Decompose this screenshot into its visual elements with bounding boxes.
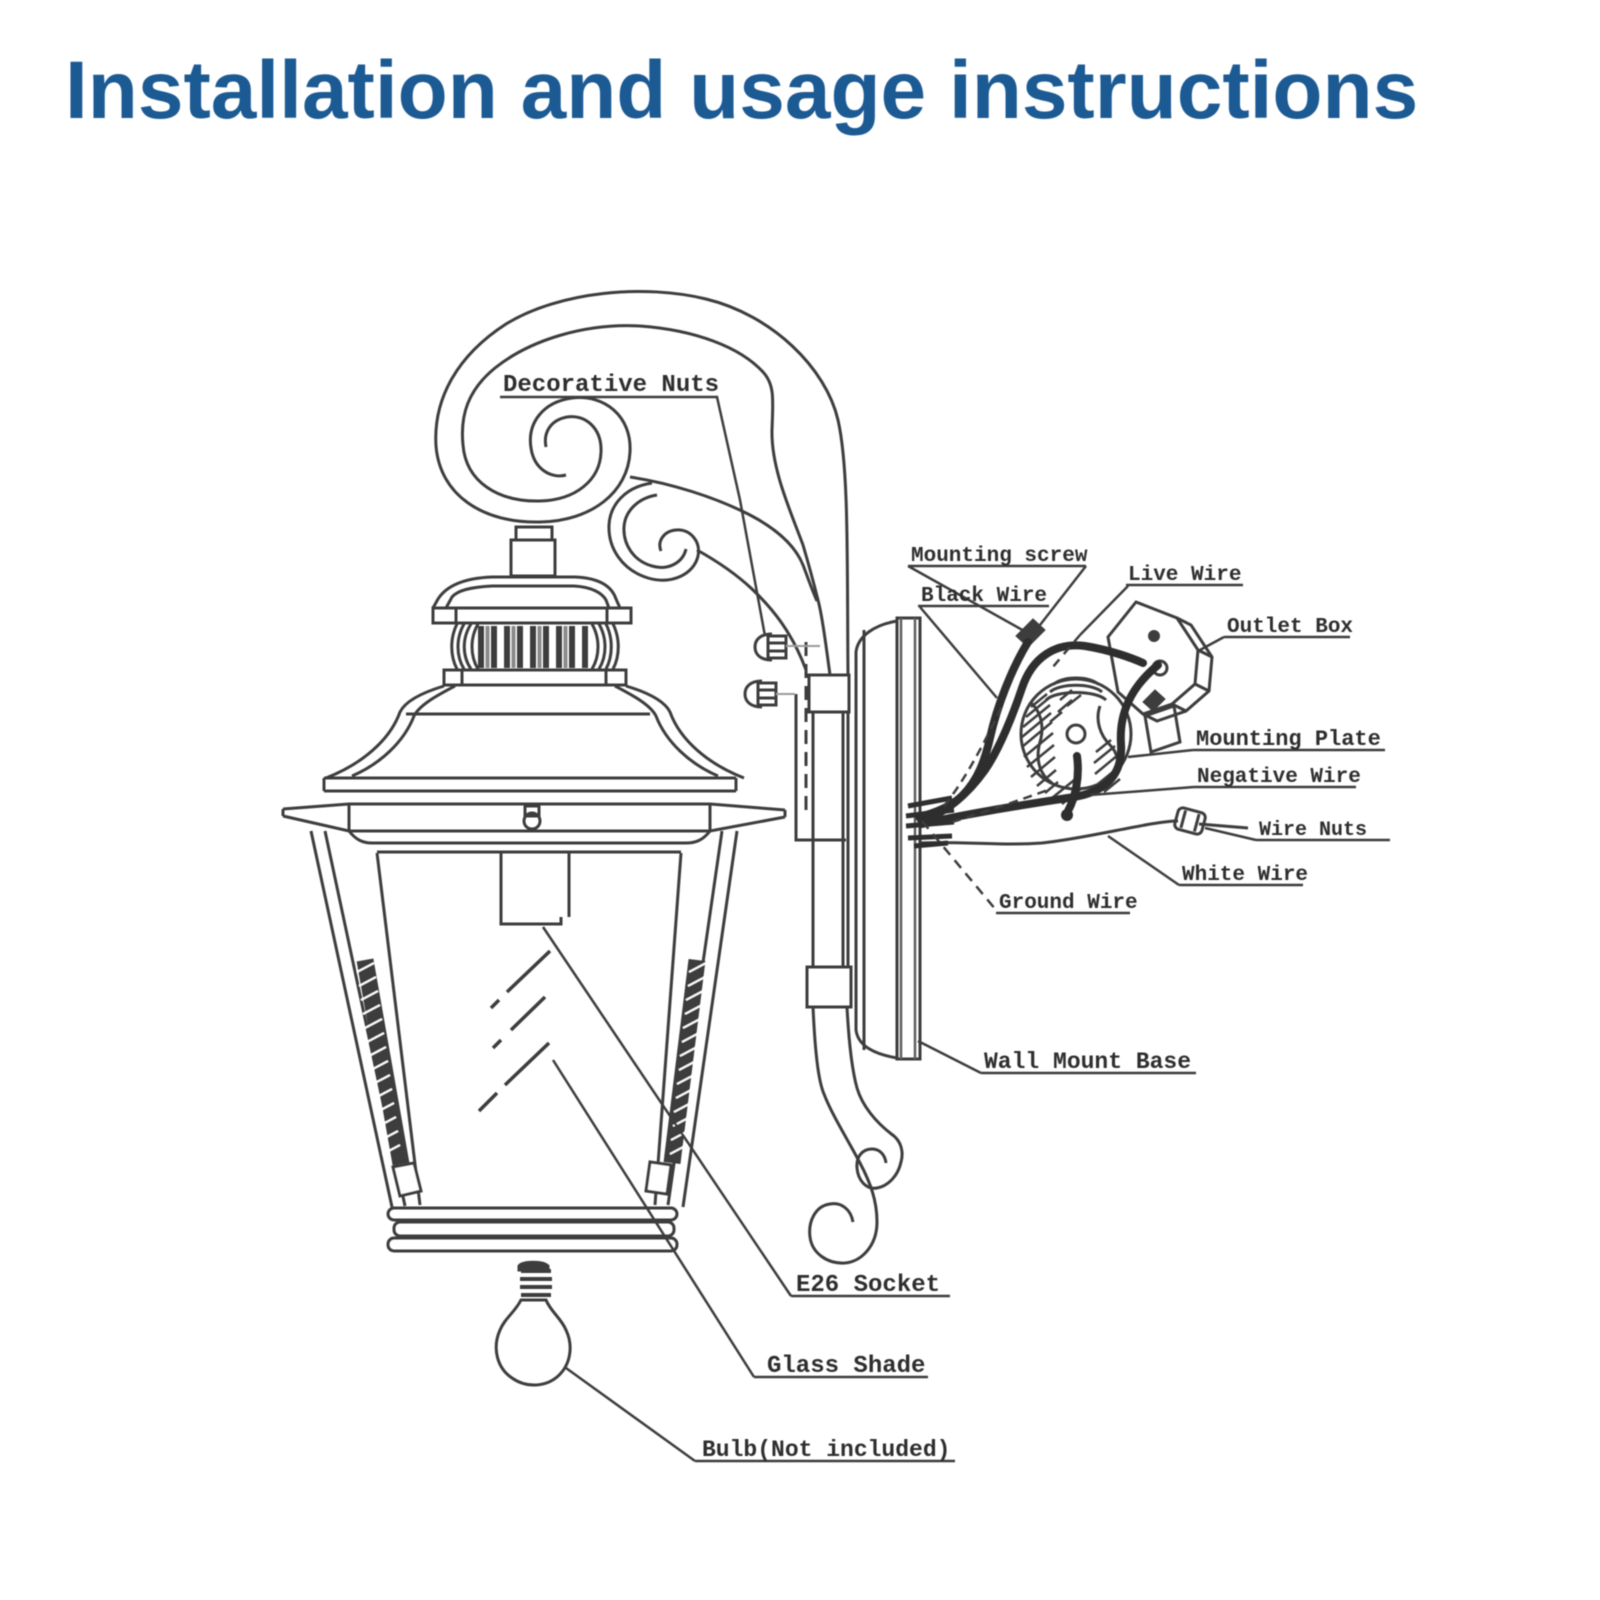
svg-text:Glass Shade: Glass Shade [767, 1353, 925, 1380]
svg-text:Bulb(Not included): Bulb(Not included) [702, 1437, 950, 1463]
svg-text:Wire Nuts: Wire Nuts [1259, 819, 1367, 842]
svg-text:Mounting Plate: Mounting Plate [1196, 727, 1381, 752]
svg-text:E26 Socket: E26 Socket [796, 1272, 940, 1299]
svg-text:White Wire: White Wire [1182, 864, 1308, 887]
svg-text:Ground Wire: Ground Wire [999, 892, 1138, 915]
svg-text:Outlet Box: Outlet Box [1227, 616, 1353, 639]
svg-text:Installation and usage instruc: Installation and usage instructions [65, 45, 1418, 136]
svg-text:Negative Wire: Negative Wire [1197, 766, 1361, 789]
svg-text:Mounting screw: Mounting screw [911, 545, 1088, 568]
svg-text:Decorative Nuts: Decorative Nuts [503, 372, 719, 399]
svg-text:Live Wire: Live Wire [1128, 564, 1241, 587]
svg-text:Wall Mount Base: Wall Mount Base [984, 1049, 1191, 1075]
svg-text:Black Wire: Black Wire [921, 585, 1047, 608]
